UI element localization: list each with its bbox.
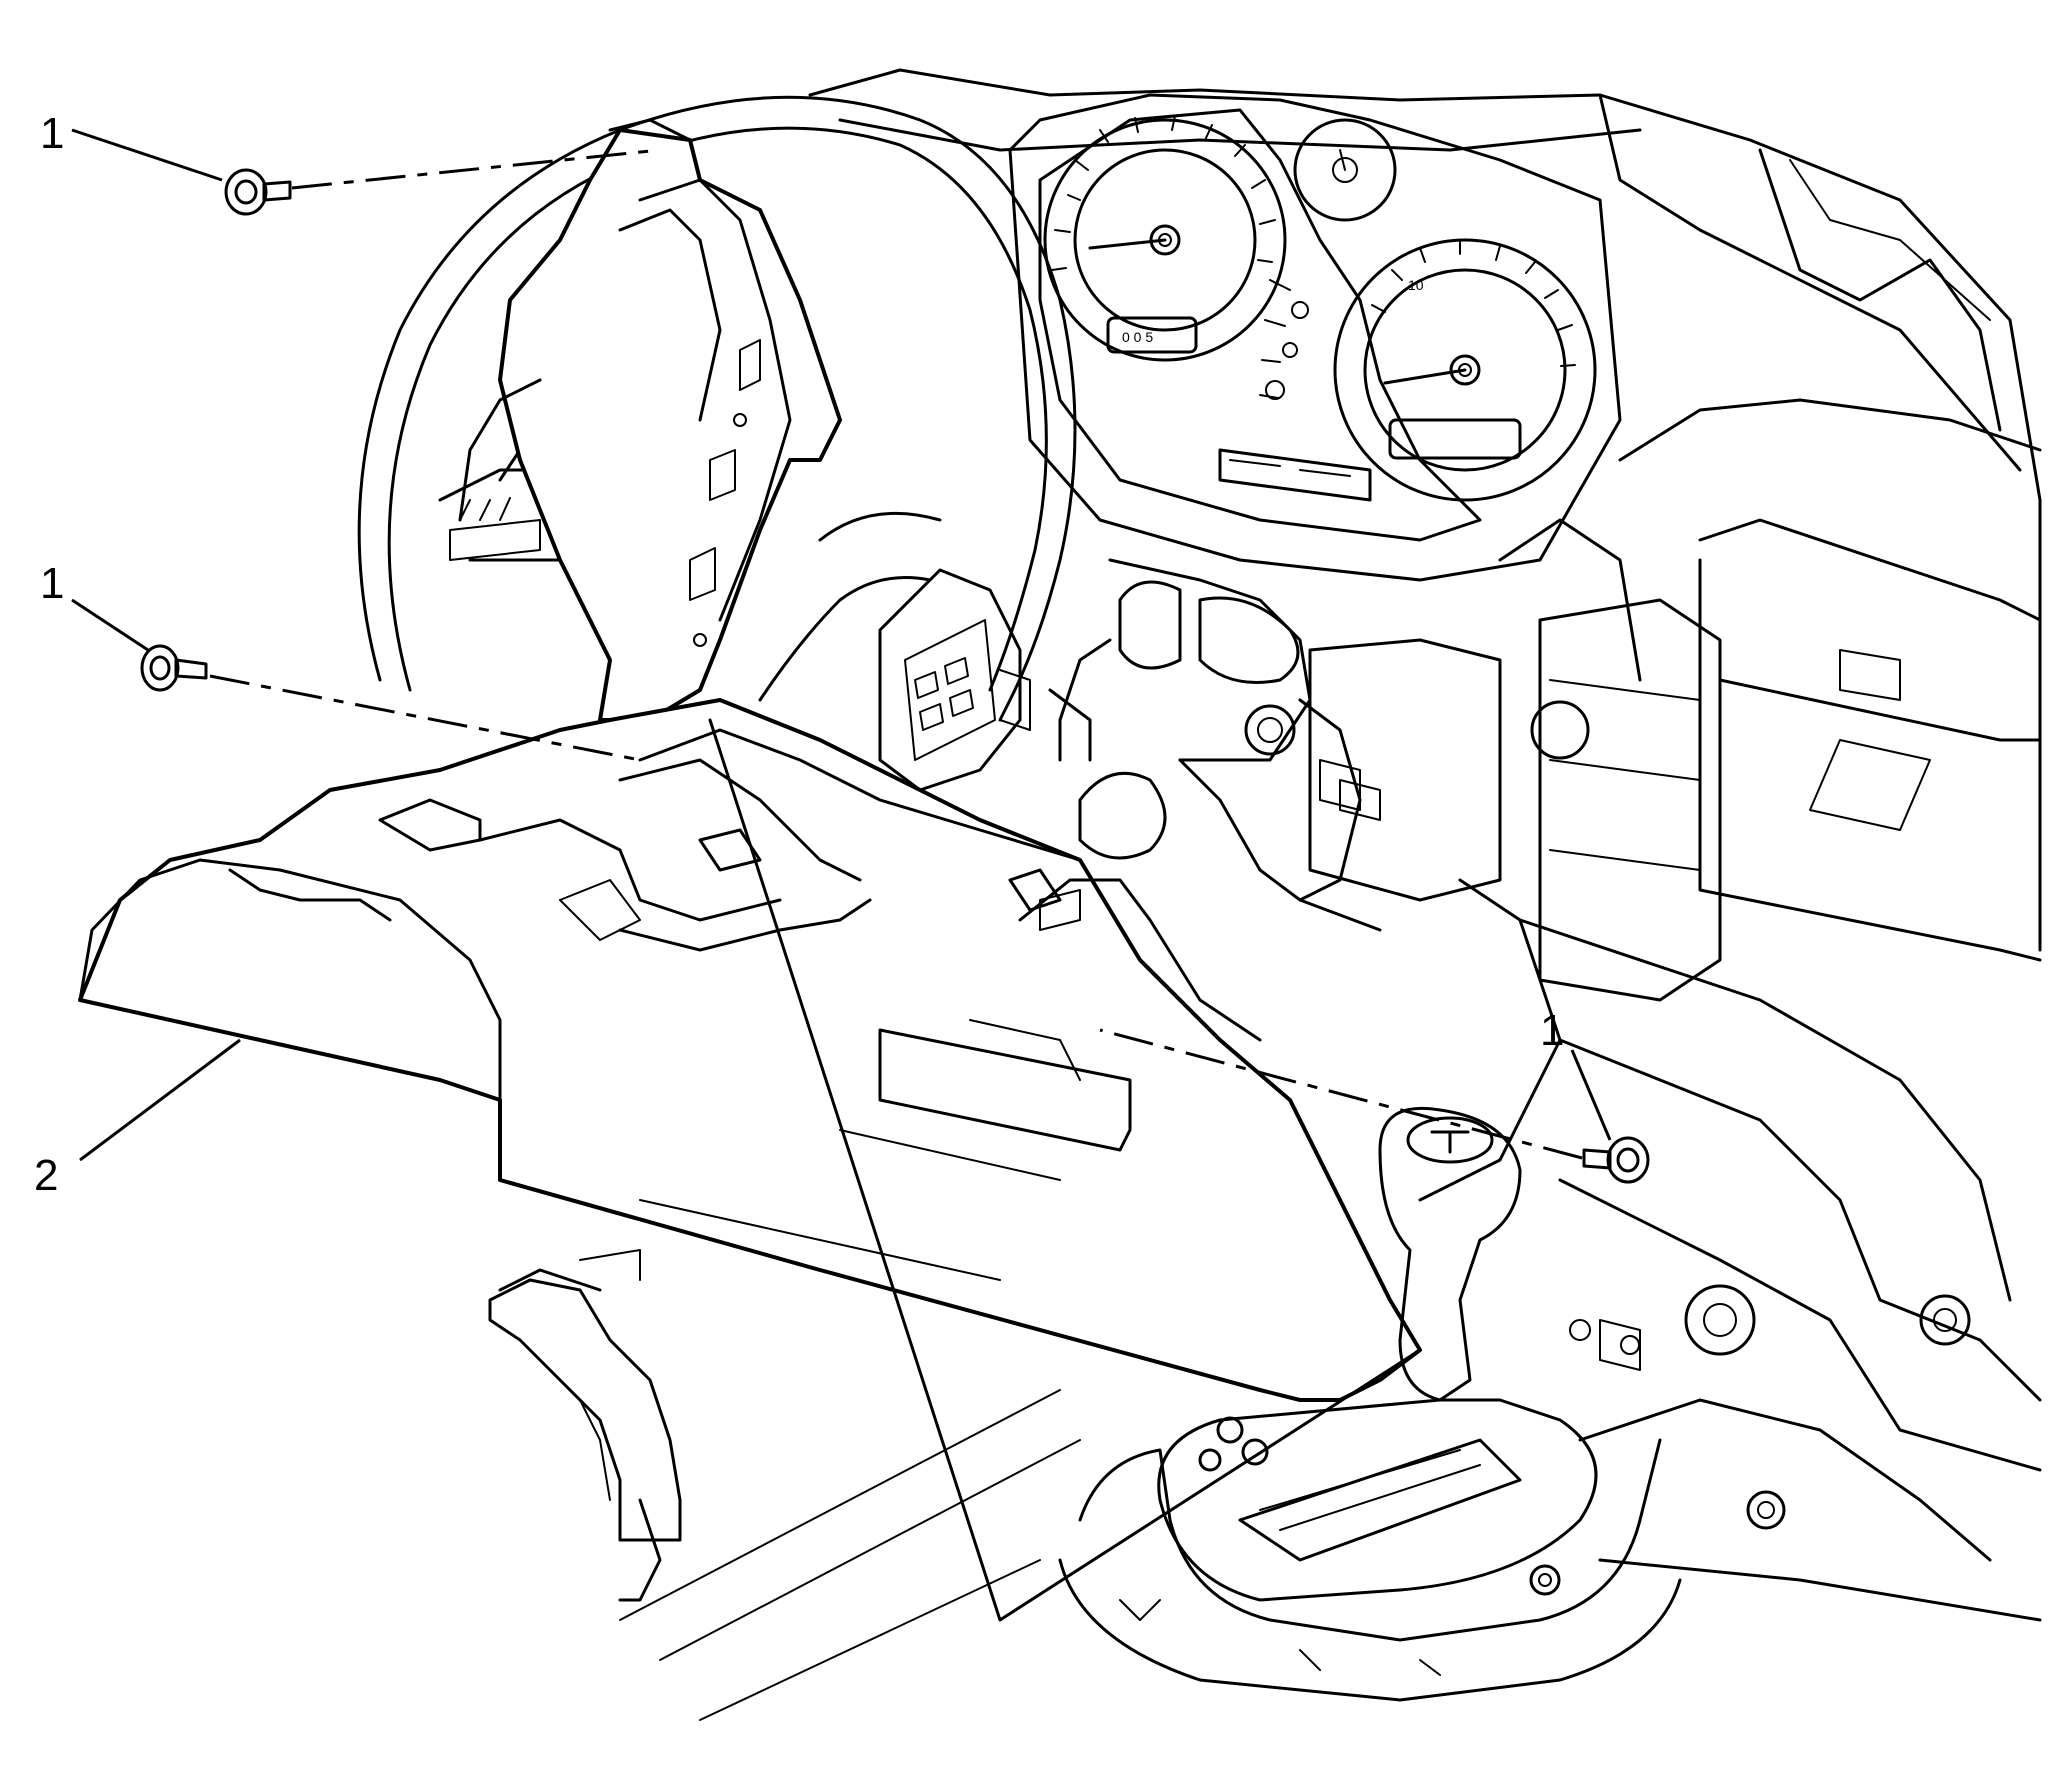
speedometer-digits: 0 0 5 (1122, 329, 1153, 345)
floor-bracket (488, 1249, 1081, 1721)
speedometer-odometer (1106, 316, 1198, 354)
fuel-gauge (1293, 118, 1397, 222)
pillar-trim (458, 118, 842, 722)
tachometer-label: 10 (1408, 277, 1424, 293)
tachometer-gauge (1333, 238, 1597, 502)
speedometer-gauge (1043, 118, 1287, 362)
assembly-line-mid (209, 674, 641, 762)
screw-top-left (224, 168, 292, 216)
shift-knob (1378, 1106, 1522, 1402)
screw-mid-left (140, 644, 208, 692)
leader-mid-left (71, 598, 149, 652)
leader-panel (79, 1038, 241, 1162)
tachometer-needle (1383, 368, 1467, 385)
panel-outline-lower (708, 718, 1422, 1622)
lower-trim-panel (78, 698, 1422, 1402)
callout-1-top-left: 1 (40, 109, 64, 158)
leader-right (1570, 1049, 1612, 1141)
callout-1-mid-left: 1 (40, 559, 64, 608)
steering-column (1048, 558, 1382, 932)
callout-1-right: 1 (1540, 1006, 1564, 1055)
shift-bezel (1157, 1398, 1598, 1602)
shift-console (1058, 1106, 1682, 1702)
instrument-cluster: 0 0 5 10 (1008, 93, 1622, 582)
callout-2-panel: 2 (34, 1151, 58, 1200)
multifunction-switch (878, 568, 1031, 792)
leader-top-left (71, 128, 223, 182)
assembly-line-right (1099, 1028, 1583, 1160)
assembly-line-top (291, 148, 661, 190)
dashboard-frame (808, 68, 2042, 1622)
panel-cutout (878, 1028, 1132, 1152)
screw-right (1582, 1136, 1650, 1184)
speedometer-needle (1088, 238, 1167, 250)
